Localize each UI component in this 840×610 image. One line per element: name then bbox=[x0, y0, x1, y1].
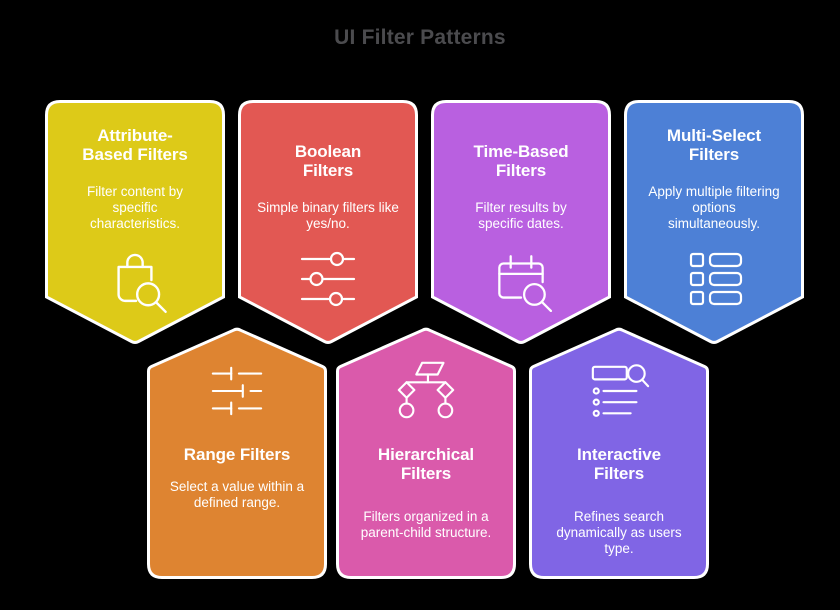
card-text: Attribute-Based Filters Filter content b… bbox=[55, 116, 215, 232]
badge-shape-down bbox=[624, 100, 804, 344]
card-description: Select a value within a defined range. bbox=[169, 479, 305, 510]
card-text: Interactive Filters Refines search dynam… bbox=[539, 445, 699, 557]
card-boolean-filters: Boolean Filters Simple binary filters li… bbox=[238, 100, 418, 345]
card-icon-zone bbox=[431, 242, 611, 316]
card-icon-zone bbox=[238, 242, 418, 316]
badge-shape-up bbox=[529, 327, 709, 579]
card-title: Interactive Filters bbox=[577, 445, 661, 483]
toggle-sliders-icon bbox=[300, 251, 356, 307]
card-title: Range Filters bbox=[183, 445, 291, 464]
badge-shape-down bbox=[45, 100, 225, 344]
card-title: Multi-Select Filters bbox=[666, 126, 762, 164]
card-description: Simple binary filters like yes/no. bbox=[257, 200, 399, 231]
card-icon-zone bbox=[45, 242, 225, 316]
badge-shape-up bbox=[147, 327, 327, 579]
card-icon-zone bbox=[147, 357, 327, 425]
card-time-based-filters: Time-Based Filters Filter results by spe… bbox=[431, 100, 611, 345]
card-range-filters: Range Filters Select a value within a de… bbox=[147, 327, 327, 579]
card-description: Filter results by specific dates. bbox=[475, 200, 567, 231]
search-list-icon bbox=[591, 364, 650, 417]
card-text: Range Filters Select a value within a de… bbox=[157, 445, 317, 511]
badge-shape-down bbox=[431, 100, 611, 344]
card-text: Multi-Select Filters Apply multiple filt… bbox=[634, 116, 794, 232]
badge-shape-up bbox=[336, 327, 516, 579]
checklist-icon bbox=[689, 252, 743, 306]
card-hierarchical-filters: Hierarchical Filters Filters organized i… bbox=[336, 327, 516, 579]
card-icon-zone bbox=[624, 242, 804, 316]
card-text: Hierarchical Filters Filters organized i… bbox=[346, 445, 506, 541]
card-icon-zone bbox=[336, 357, 516, 425]
shopping-bag-search-icon bbox=[117, 253, 167, 314]
page-title: UI Filter Patterns bbox=[334, 26, 506, 49]
hierarchy-tree-icon bbox=[397, 361, 455, 419]
card-title: Time-Based Filters bbox=[473, 142, 569, 180]
card-description: Filters organized in a parent-child stru… bbox=[360, 509, 492, 540]
card-description: Filter content by specific characteristi… bbox=[86, 184, 184, 231]
card-multi-select-filters: Multi-Select Filters Apply multiple filt… bbox=[624, 100, 804, 345]
card-title: Hierarchical Filters bbox=[377, 445, 475, 483]
card-description: Refines search dynamically as users type… bbox=[556, 509, 682, 556]
badge-shape-down bbox=[238, 100, 418, 344]
card-text: Time-Based Filters Filter results by spe… bbox=[441, 116, 601, 232]
card-title: Attribute-Based Filters bbox=[82, 126, 188, 164]
card-icon-zone bbox=[529, 357, 709, 425]
card-text: Boolean Filters Simple binary filters li… bbox=[248, 116, 408, 232]
range-sliders-icon bbox=[211, 366, 263, 416]
calendar-search-icon bbox=[498, 255, 553, 312]
card-attribute-based-filters: Attribute-Based Filters Filter content b… bbox=[45, 100, 225, 345]
card-interactive-filters: Interactive Filters Refines search dynam… bbox=[529, 327, 709, 579]
card-description: Apply multiple filtering options simulta… bbox=[648, 184, 780, 231]
card-title: Boolean Filters bbox=[294, 142, 362, 180]
